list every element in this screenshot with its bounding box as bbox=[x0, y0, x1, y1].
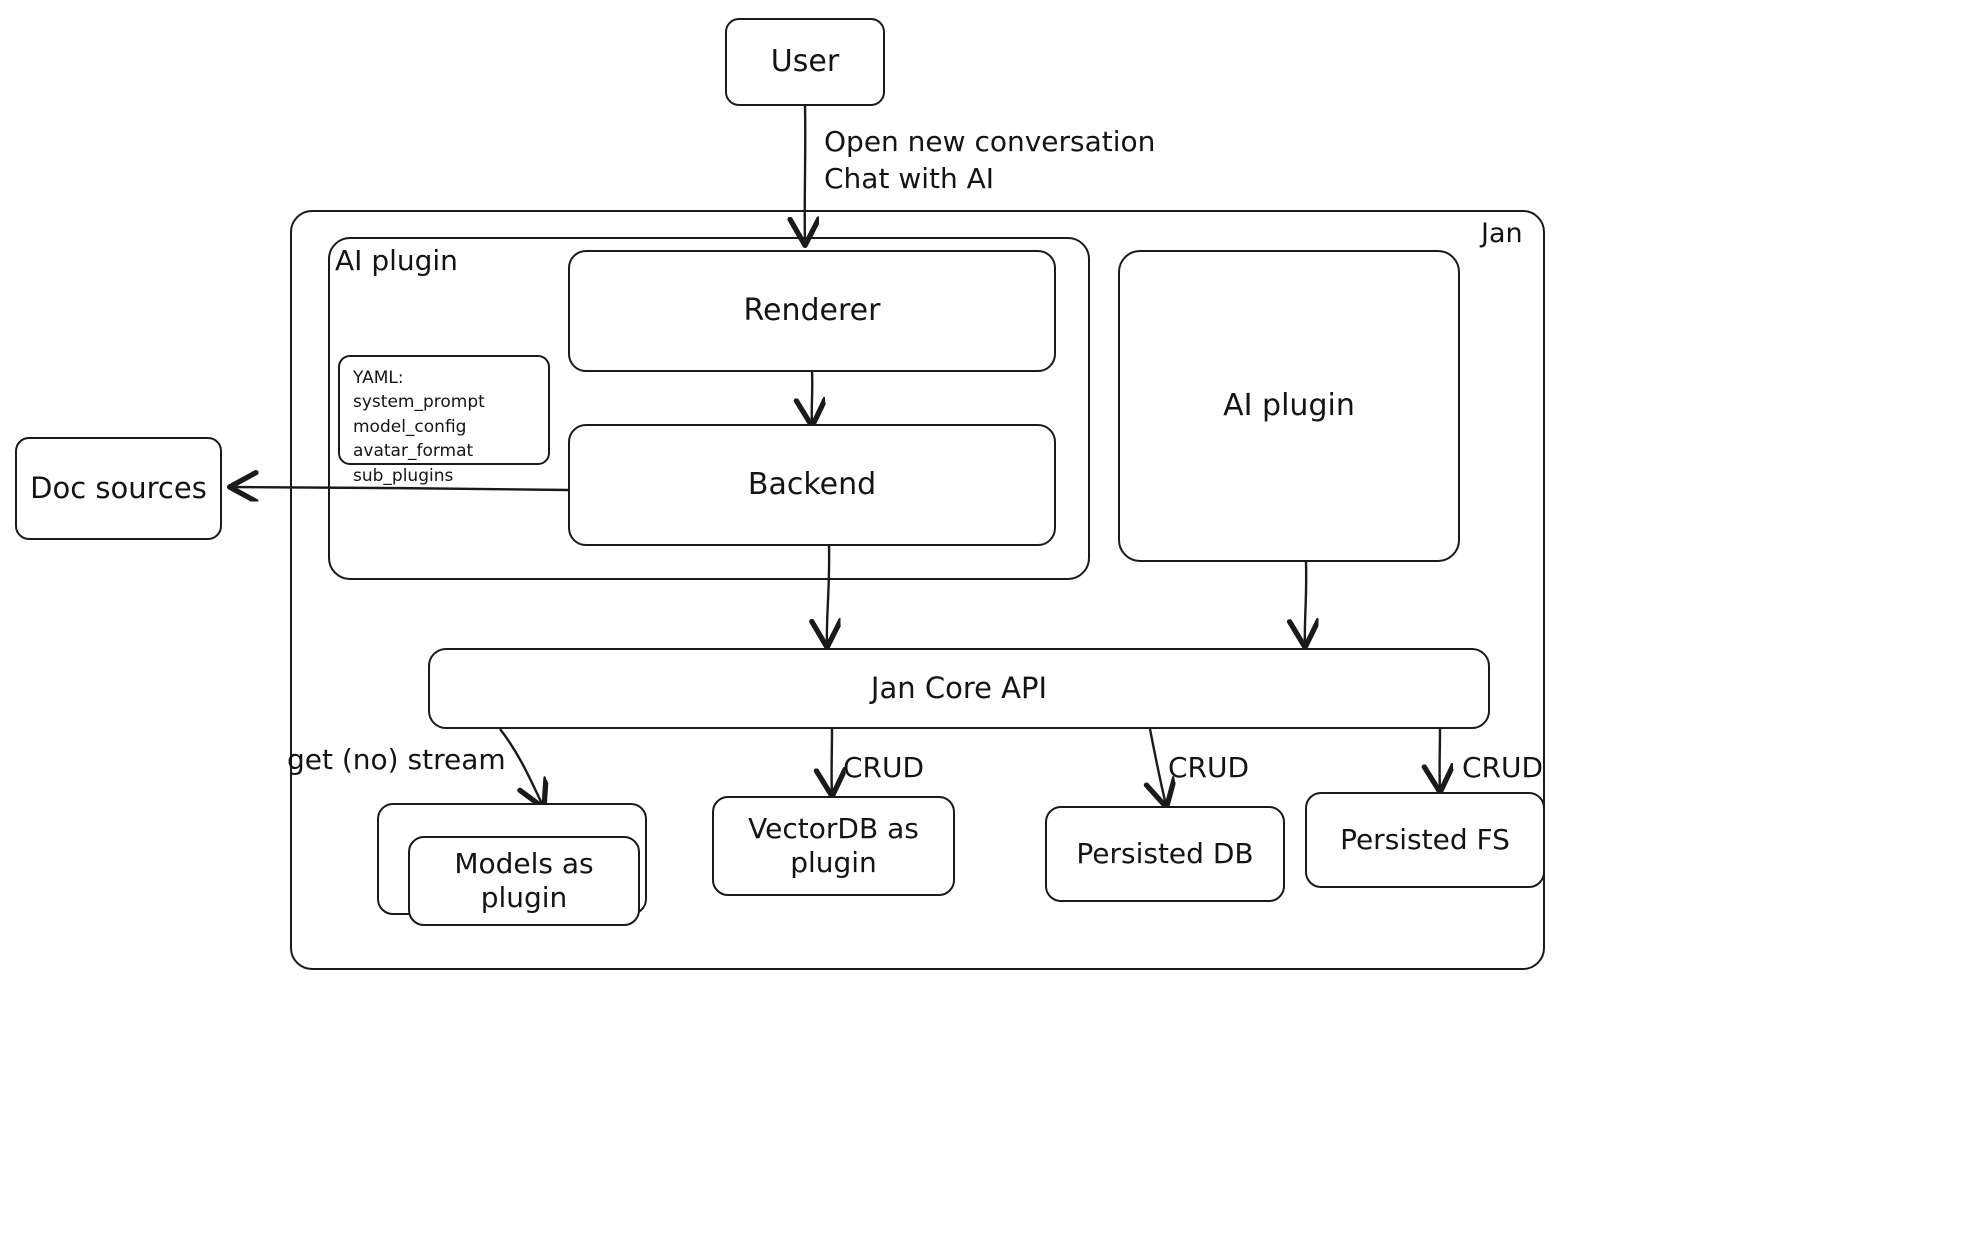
node-doc-sources-label: Doc sources bbox=[30, 470, 207, 505]
edge-label-persisted-db: CRUD bbox=[1168, 751, 1250, 784]
node-backend-label: Backend bbox=[747, 466, 877, 502]
container-ai-plugin-group bbox=[328, 237, 1090, 580]
node-vectordb-plugin-label: VectorDB as plugin bbox=[748, 811, 919, 879]
container-ai-plugin-group-label: AI plugin bbox=[335, 244, 458, 277]
edge-label-user-to-renderer: Open new conversation Chat with AI bbox=[824, 125, 1156, 195]
node-persisted-fs[interactable]: Persisted FS bbox=[1305, 792, 1545, 888]
node-renderer-label: Renderer bbox=[743, 292, 881, 328]
node-persisted-fs-label: Persisted FS bbox=[1340, 822, 1510, 856]
node-user-label: User bbox=[770, 43, 840, 79]
node-models-plugin[interactable]: Models as plugin bbox=[408, 836, 640, 926]
node-persisted-db-label: Persisted DB bbox=[1076, 836, 1254, 870]
node-models-plugin-label: Models as plugin bbox=[454, 846, 594, 914]
node-vectordb-plugin[interactable]: VectorDB as plugin bbox=[712, 796, 955, 896]
container-jan-label: Jan bbox=[1481, 218, 1523, 249]
node-ai-plugin[interactable]: AI plugin bbox=[1118, 250, 1460, 562]
node-jan-core-api[interactable]: Jan Core API bbox=[428, 648, 1490, 729]
node-ai-plugin-label: AI plugin bbox=[1223, 387, 1355, 423]
node-backend[interactable]: Backend bbox=[568, 424, 1056, 546]
node-renderer[interactable]: Renderer bbox=[568, 250, 1056, 372]
edge-label-vectordb: CRUD bbox=[843, 751, 925, 784]
node-persisted-db[interactable]: Persisted DB bbox=[1045, 806, 1285, 902]
node-user[interactable]: User bbox=[725, 18, 885, 106]
node-jan-core-api-label: Jan Core API bbox=[870, 670, 1048, 705]
edge-label-persisted-fs: CRUD bbox=[1462, 751, 1544, 784]
container-jan bbox=[290, 210, 1545, 970]
edge-label-models: get (no) stream bbox=[287, 743, 506, 776]
node-doc-sources[interactable]: Doc sources bbox=[15, 437, 222, 540]
note-yaml: YAML: system_prompt model_config avatar_… bbox=[338, 355, 550, 486]
